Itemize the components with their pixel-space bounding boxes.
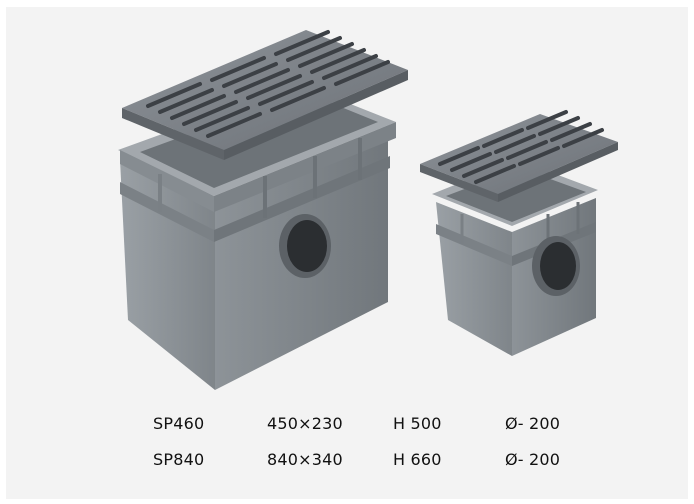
size-value: 840×340 bbox=[267, 450, 343, 469]
large-grate bbox=[122, 30, 408, 160]
diameter-value: Ø- 200 bbox=[505, 414, 561, 433]
spec-row: SP460 450×230 H 500 Ø- 200 bbox=[0, 414, 694, 436]
model-code: SP840 bbox=[153, 450, 205, 469]
spec-row: SP840 840×340 H 660 Ø- 200 bbox=[0, 450, 694, 472]
height-value: H 660 bbox=[393, 450, 442, 469]
height-value: H 500 bbox=[393, 414, 442, 433]
large-outlet-pipe bbox=[279, 214, 331, 278]
size-value: 450×230 bbox=[267, 414, 343, 433]
small-grate bbox=[420, 110, 618, 202]
model-code: SP460 bbox=[153, 414, 205, 433]
diameter-value: Ø- 200 bbox=[505, 450, 561, 469]
small-outlet-pipe bbox=[532, 236, 580, 296]
